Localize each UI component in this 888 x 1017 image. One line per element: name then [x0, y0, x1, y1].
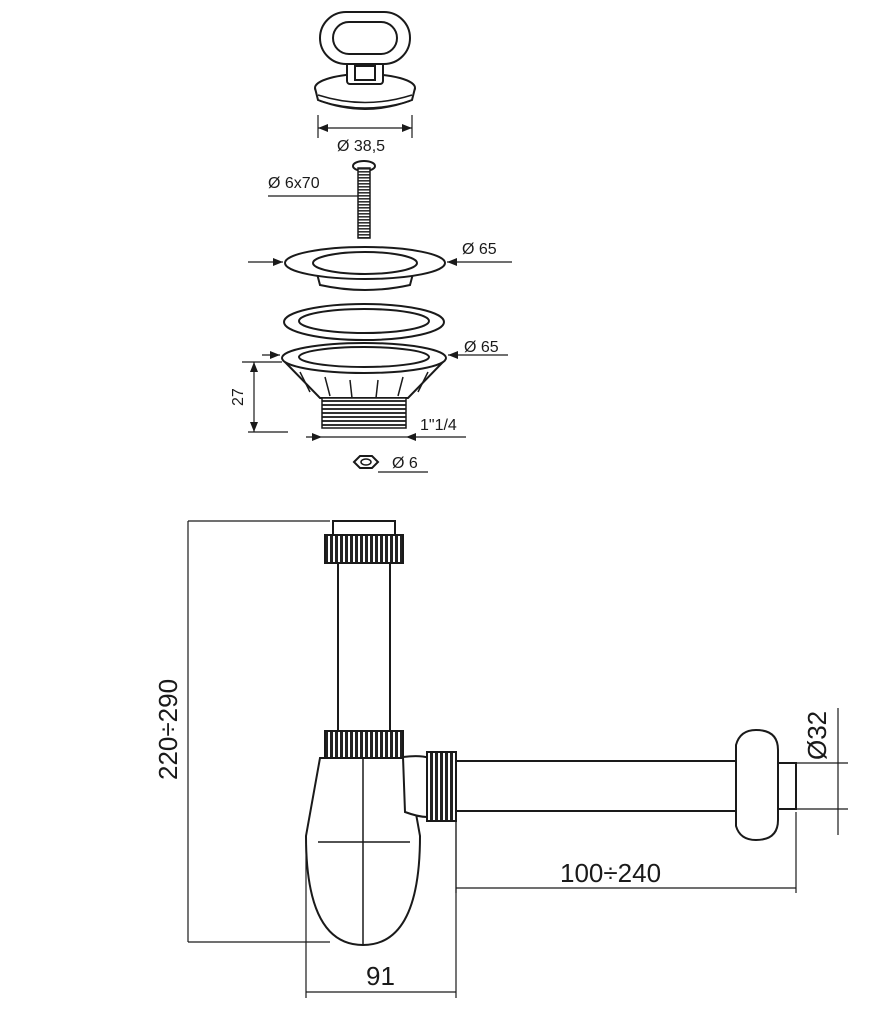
height-dimension: 27 — [230, 361, 288, 433]
outlet-length-label: 100÷240 — [560, 858, 661, 888]
nut: Ø 6 — [352, 455, 428, 473]
flange-diameter-dimension: Ø 65 — [248, 241, 512, 266]
thread-label: 1"1/4 — [420, 417, 457, 434]
trap-height-dimension: 220÷290 — [153, 520, 330, 943]
body-diameter-label: Ø 65 — [464, 339, 499, 356]
stopper-diameter-dimension: Ø 38,5 — [317, 115, 413, 155]
body-diameter-dimension: Ø 65 — [262, 339, 508, 359]
outlet-diameter-label: Ø32 — [802, 711, 832, 760]
flange-diameter-label: Ø 65 — [462, 241, 497, 258]
stopper-diameter-label: Ø 38,5 — [337, 138, 385, 155]
flange — [284, 246, 446, 291]
nut-label: Ø 6 — [392, 455, 418, 472]
strainer-body — [281, 342, 447, 429]
bottle-trap — [304, 520, 797, 947]
height-label: 27 — [230, 388, 247, 406]
screw: Ø 6x70 — [268, 160, 376, 239]
trap-width-dimension: 91 — [305, 822, 457, 998]
screw-label: Ø 6x70 — [268, 175, 320, 192]
gasket-ring — [283, 303, 445, 341]
thread-dimension: 1"1/4 — [306, 417, 466, 441]
outlet-diameter-dimension: Ø32 — [796, 708, 848, 835]
stopper — [314, 11, 416, 110]
trap-width-label: 91 — [366, 961, 395, 991]
trap-height-label: 220÷290 — [153, 679, 183, 780]
outlet-length-dimension: 100÷240 — [455, 812, 797, 893]
